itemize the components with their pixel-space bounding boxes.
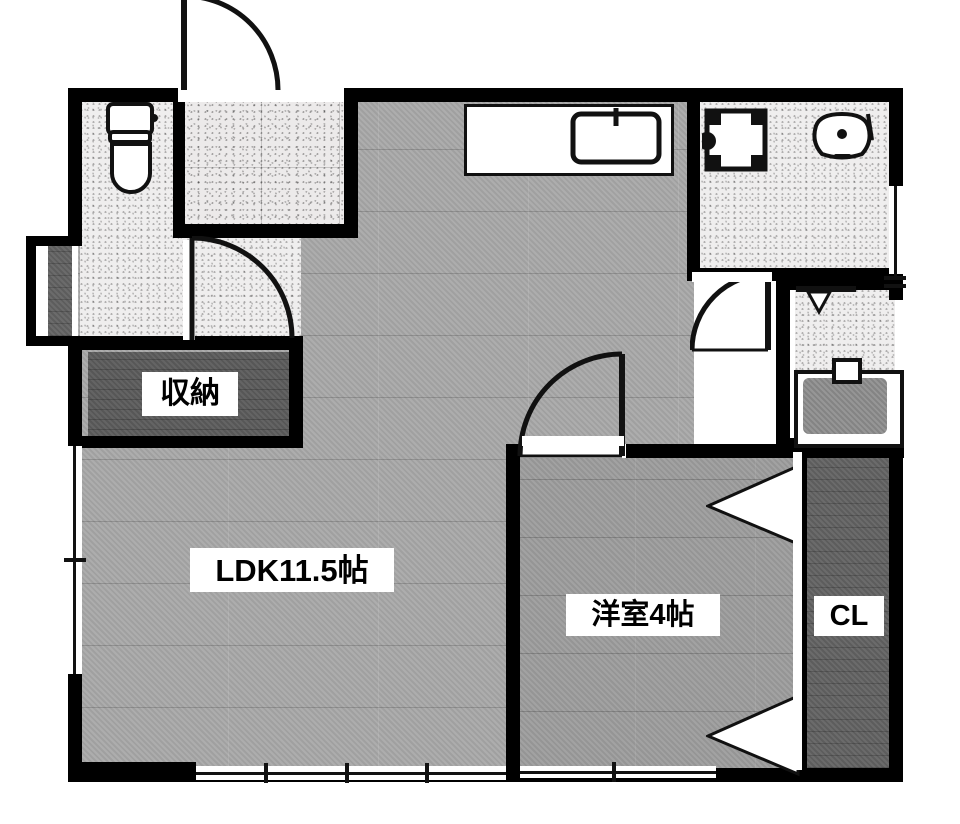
- genkan-step: [280, 224, 358, 238]
- bath-window-tick: [884, 276, 906, 280]
- bedroom-window-line[interactable]: [520, 771, 716, 774]
- washbasin-icon: [808, 110, 876, 166]
- closet-label: CL: [814, 596, 884, 636]
- washing-machine-pan: [803, 378, 887, 434]
- bedroom-label: 洋室4帖: [566, 594, 720, 636]
- entrance-door-swing[interactable]: [176, 0, 292, 94]
- bedroom-wall-left: [506, 444, 520, 774]
- genkan-floor: [183, 96, 356, 234]
- bathtub-icon: [702, 108, 770, 174]
- washing-machine-faucet: [832, 358, 862, 384]
- meter-alcove-wall-top: [26, 236, 82, 246]
- exterior-wall-right-upper: [889, 88, 903, 188]
- kitchen-sink-icon: [570, 108, 662, 166]
- balcony-window-tick-3: [425, 763, 429, 783]
- balcony-window-line[interactable]: [196, 772, 506, 775]
- exterior-wall-left-lower: [68, 336, 82, 446]
- storage-box: [88, 352, 293, 440]
- toilet-icon: [100, 100, 162, 196]
- genkan-wall-right: [344, 88, 358, 238]
- toilet-room-wall-right: [173, 88, 185, 238]
- exterior-wall-top-left: [68, 88, 178, 102]
- storage-label: 収納: [142, 372, 238, 416]
- meter-alcove-wall-bottom: [26, 336, 82, 346]
- washroom-door-swing[interactable]: [690, 272, 772, 354]
- bedroom-window-tick-1: [612, 762, 616, 782]
- vanity-sink-icon: [796, 286, 856, 320]
- balcony-window-tick-2: [345, 763, 349, 783]
- storage-wall-bottom: [80, 436, 303, 448]
- ldk-wall-right-upper: [687, 88, 700, 280]
- ldk-label: LDK11.5帖: [190, 548, 394, 592]
- ldk-side-window-tick: [64, 558, 86, 562]
- washroom-wall-tick: [884, 284, 906, 288]
- closet-folding-door-bottom[interactable]: [706, 690, 806, 778]
- entrance-door-opening: [178, 88, 344, 102]
- genkan-hall-door-swing[interactable]: [186, 236, 296, 344]
- washroom-wall-top-stub: [776, 280, 896, 290]
- closet-folding-door-top[interactable]: [706, 460, 806, 548]
- washroom-door-opening: [692, 272, 772, 282]
- exterior-wall-left-upper: [68, 88, 82, 244]
- exterior-wall-left-bottom: [68, 672, 82, 782]
- exterior-wall-bottom-left-thick: [68, 762, 196, 782]
- meter-box: [48, 246, 72, 336]
- balcony-window-tick-1: [264, 763, 268, 783]
- hall-wall-bottom: [68, 336, 303, 350]
- exterior-wall-top-right: [341, 88, 903, 102]
- washroom-wall-left: [776, 280, 790, 450]
- meter-box-gap: [36, 248, 48, 334]
- hall-wall-right: [289, 336, 303, 448]
- meter-alcove-wall-left: [26, 236, 36, 346]
- closet-door-track: [793, 452, 802, 770]
- exterior-wall-right-lower: [889, 440, 903, 782]
- bedroom-door-leaf-gap: [522, 436, 624, 446]
- bath-window-line[interactable]: [894, 186, 897, 280]
- genkan-wall-bottom: [185, 224, 303, 238]
